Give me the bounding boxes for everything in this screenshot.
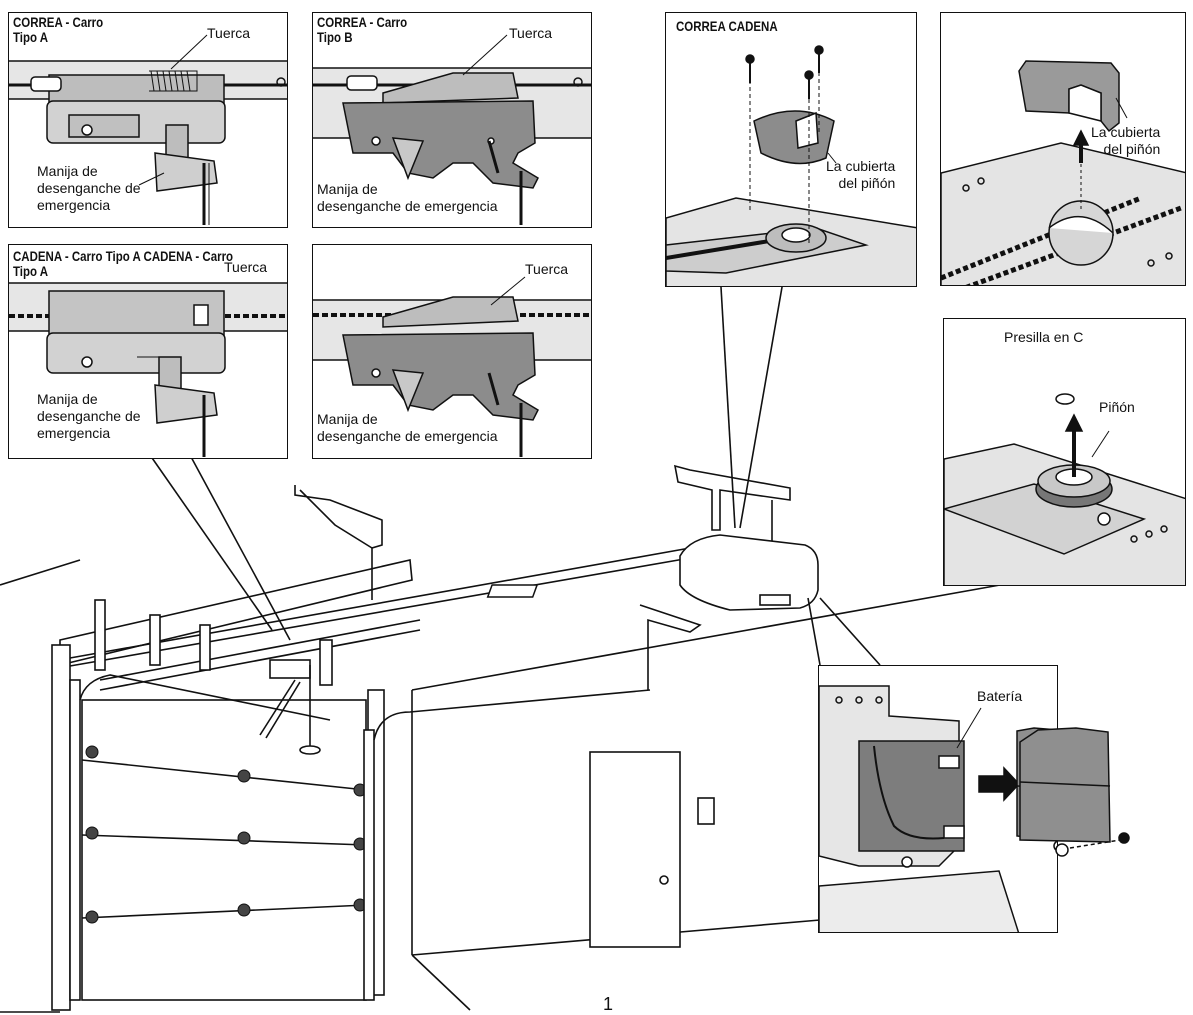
- chain-trolley-type-a-illustration: [9, 282, 287, 457]
- panel-correa-carro-tipo-a: CORREA - Carro Tipo A Tuerca Manija de d…: [8, 12, 288, 228]
- page-number: 1: [603, 994, 614, 1014]
- nut-label: Tuerca: [525, 261, 569, 277]
- emergency-release-handle-label: Manija de desenganche de emergencia: [317, 181, 498, 214]
- panel-cadena-carro-tipo-a: CADENA - Carro Tipo A CADENA - Carro Tip…: [8, 244, 288, 459]
- emergency-release-handle-label: Manija de desenganche de emergencia: [37, 391, 141, 441]
- emergency-release-handle-label: Manija de desenganche de emergencia: [37, 163, 141, 213]
- battery-removal-illustration: [819, 685, 1057, 932]
- sprocket-cover-label: La cubierta del piñón: [826, 158, 896, 191]
- panel-title: CADENA - Carro Tipo A CADENA - Carro Tip…: [13, 248, 234, 279]
- panel-sprocket-cover-removed: La cubierta del piñón: [940, 12, 1186, 286]
- trolley-type-a-illustration: [9, 34, 287, 225]
- panel-cadena-carro-tipo-a-2: Tuerca Manija de desenganche de emergenc…: [312, 244, 592, 459]
- sprocket-cover-screws-illustration: [666, 45, 916, 286]
- panel-title: CORREA CADENA: [676, 18, 778, 34]
- sprocket-cover-lift-illustration: [941, 60, 1185, 285]
- panel-correa-carro-tipo-b: CORREA - Carro Tipo B Tuerca Manija de d…: [312, 12, 592, 228]
- panel-correa-cadena: CORREA CADENA La cubierta del piñón: [665, 12, 917, 287]
- sprocket-cover-label: La cubierta del piñón: [1091, 124, 1161, 157]
- nut-label: Tuerca: [509, 25, 553, 41]
- trolley-type-b-illustration: [313, 34, 591, 225]
- nut-label: Tuerca: [207, 25, 251, 41]
- battery-cover-illustration: [1019, 727, 1130, 857]
- chain-trolley-type-b-illustration: [313, 276, 591, 457]
- sprocket-label: Piñón: [1099, 399, 1135, 415]
- panel-sprocket-c-clip: Presilla en C Piñón: [943, 318, 1186, 586]
- panel-title: CORREA - Carro Tipo B: [317, 14, 408, 45]
- nut-label: Tuerca: [224, 259, 268, 275]
- panel-title: CORREA - Carro Tipo A: [13, 14, 104, 45]
- panel-battery: Batería: [818, 665, 1058, 933]
- emergency-release-handle-label: Manija de desenganche de emergencia: [317, 411, 498, 444]
- c-clip-label: Presilla en C: [1004, 329, 1084, 345]
- battery-label: Batería: [977, 688, 1023, 704]
- sprocket-c-clip-illustration: [944, 393, 1185, 585]
